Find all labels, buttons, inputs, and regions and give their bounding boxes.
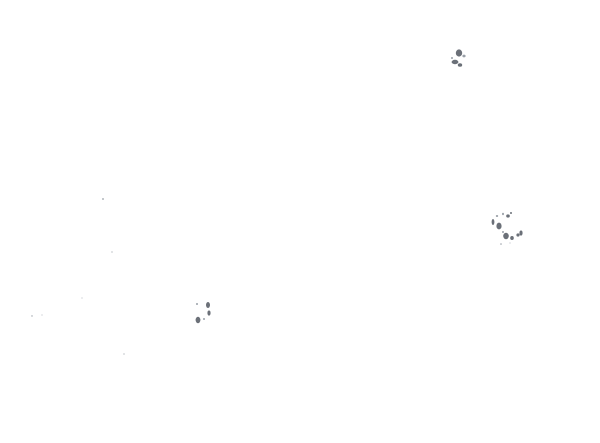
speckle-cluster-middle-right [491, 212, 523, 245]
scattered-specks [31, 198, 511, 355]
speckle-cluster-top-right [451, 49, 466, 67]
speckle-cluster-lower-left [195, 302, 211, 324]
